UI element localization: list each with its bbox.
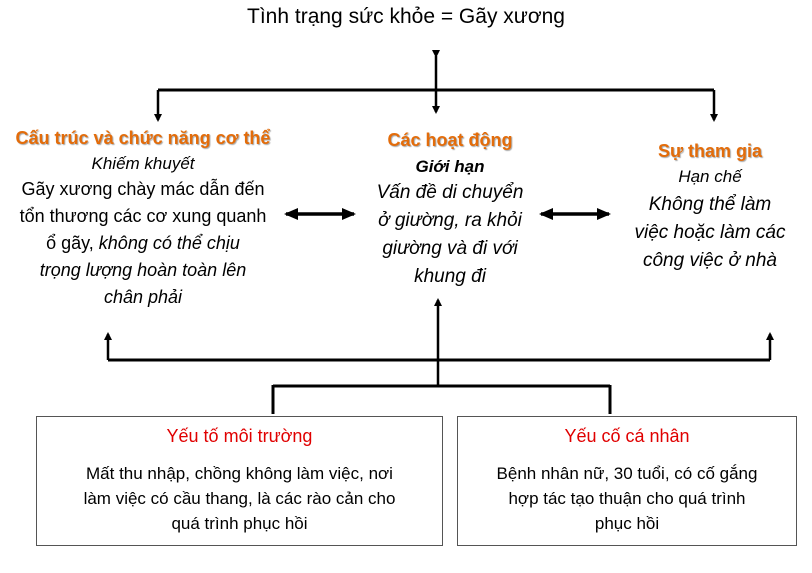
participation-line1: Không thể làm [648,194,772,215]
personal-line1: Bệnh nhân nữ, 30 tuổi, có cố gắng [496,464,758,483]
environment-heading: Yếu tố môi trường [166,426,313,446]
personal-factors-box: Yếu cố cá nhân Bệnh nhân nữ, 30 tuổi, có… [457,416,797,546]
body-structure-line2: tổn thương các cơ xung quanh [19,206,267,226]
environment-factors-box: Yếu tố môi trường Mất thu nhập, chồng kh… [36,416,443,546]
personal-line3: phục hồi [594,514,660,533]
body-structure-line5: chân phải [103,287,183,307]
body-structure-line3: ổ gãy, không có thể chịu [0,230,286,257]
body-structure-line1: Gãy xương chày mác dẫn đến [21,179,265,199]
environment-line1: Mất thu nhập, chồng không làm việc, nơi [86,464,393,483]
participation-heading: Sự tham gia [657,141,763,161]
participation-line2: việc hoặc làm các [634,222,786,243]
body-structure-heading: Cấu trúc và chức năng cơ thể [15,128,271,148]
activities-line2: ở giường, ra khỏi [378,210,522,231]
participation-line3: công việc ở nhà [642,250,777,271]
personal-line2: hợp tác tạo thuận cho quá trình [508,489,746,508]
activities-line4: khung đi [414,266,486,287]
body-structure-line4: trọng lượng hoàn toàn lên [39,260,247,280]
participation-subheading: Hạn chế [678,167,742,186]
activities-heading: Các hoạt động [387,130,513,150]
activities-line1: Vấn đề di chuyển [376,182,524,203]
personal-heading: Yếu cố cá nhân [564,426,690,446]
body-structure-line3-italic: không có thể chịu [98,233,240,253]
personal-body: Bệnh nhân nữ, 30 tuổi, có cố gắng hợp tá… [458,461,796,536]
health-condition-title: Tình trạng sức khỏe = Gãy xương [247,5,565,28]
body-structure-subheading: Khiếm khuyết [91,154,195,173]
environment-body: Mất thu nhập, chồng không làm việc, nơi … [37,461,442,536]
activities-subheading: Giới hạn [415,157,485,176]
body-structure-line3-normal: ổ gãy, [46,233,99,253]
environment-line2: làm việc có cầu thang, là các rào cản ch… [83,489,396,508]
activities-line3: giường và đi với [382,238,518,259]
environment-line3: quá trình phục hồi [171,514,308,533]
